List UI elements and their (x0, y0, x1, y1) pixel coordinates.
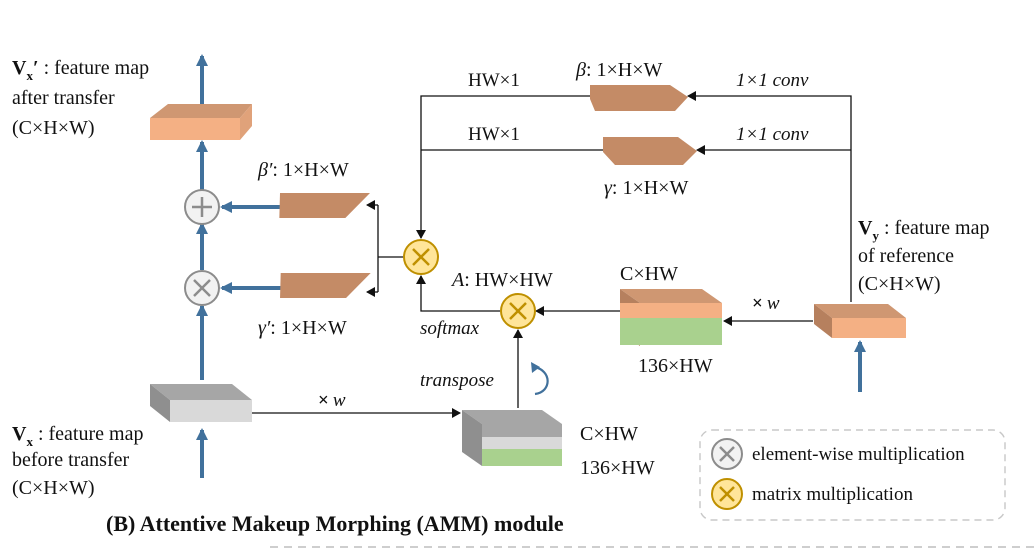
bottom-stack-top-label: C×HW (580, 423, 638, 445)
beta-plate (590, 85, 688, 111)
attention-label: A: HW×HW (450, 269, 553, 291)
conv-mid-label: 1×1 conv (736, 124, 809, 145)
times-w-bottom-label: ×w (318, 390, 346, 411)
transpose-label: transpose (420, 370, 494, 391)
legend-elementwise-label: element-wise multiplication (752, 444, 965, 465)
conv-top-label: 1×1 conv (736, 70, 809, 91)
vx-prime-line2: after transfer (12, 87, 115, 109)
hw1-top-label: HW×1 (468, 70, 520, 91)
hw1-mid-label: HW×1 (468, 124, 520, 145)
vx-prime-line3: (C×H×W) (12, 117, 95, 139)
legend-matrix-icon (711, 478, 743, 510)
line-a-to-mm-softmax (416, 275, 500, 312)
gamma-label: γ: 1×H×W (604, 177, 688, 199)
gamma-prime-plate (280, 273, 371, 298)
gamma-prime-label: γ′: 1×H×W (258, 317, 347, 339)
times-w-right-label: ×w (752, 293, 780, 314)
vx-gray-plate (150, 384, 252, 422)
vx-line3: (C×H×W) (12, 477, 95, 499)
right-stack-top-label: C×HW (620, 263, 678, 285)
line-vy-to-beta (687, 91, 852, 302)
softmax-label: softmax (420, 318, 480, 339)
gamma-plate (603, 137, 697, 165)
matrix-mult-operator-top-icon (403, 239, 439, 275)
legend-matrix-label: matrix multiplication (752, 484, 913, 505)
legend-elementwise-icon (711, 438, 743, 470)
output-feature-plate (150, 104, 252, 140)
beta-label: β: 1×H×W (575, 59, 663, 81)
beta-prime-plate (279, 193, 371, 218)
vx-line2: before transfer (12, 449, 129, 471)
vy-plate (814, 304, 906, 338)
legend: element-wise multiplication matrix multi… (699, 429, 1006, 521)
right-feature-stack (620, 289, 722, 346)
vy-line2: of reference (858, 245, 954, 267)
matrix-mult-operator-a-icon (500, 293, 536, 329)
bottom-stack-bottom-label: 136×HW (580, 457, 655, 479)
bottom-feature-stack (462, 410, 562, 466)
figure-caption: (B) Attentive Makeup Morphing (AMM) modu… (106, 511, 564, 536)
right-stack-bottom-label: 136×HW (638, 355, 713, 377)
vx-label: Vx : feature map (12, 423, 143, 449)
blue-arrows (196, 54, 866, 478)
add-operator-icon (184, 189, 220, 225)
vy-line3: (C×H×W) (858, 273, 941, 295)
line-beta-to-mm (416, 95, 590, 239)
elementwise-mult-operator-icon (184, 270, 220, 306)
transpose-rotate-icon (531, 362, 549, 396)
vy-label: Vy : feature map (858, 217, 989, 243)
vx-prime-label: Vx′ : feature map (12, 57, 149, 83)
beta-prime-label: β′: 1×H×W (257, 159, 349, 181)
